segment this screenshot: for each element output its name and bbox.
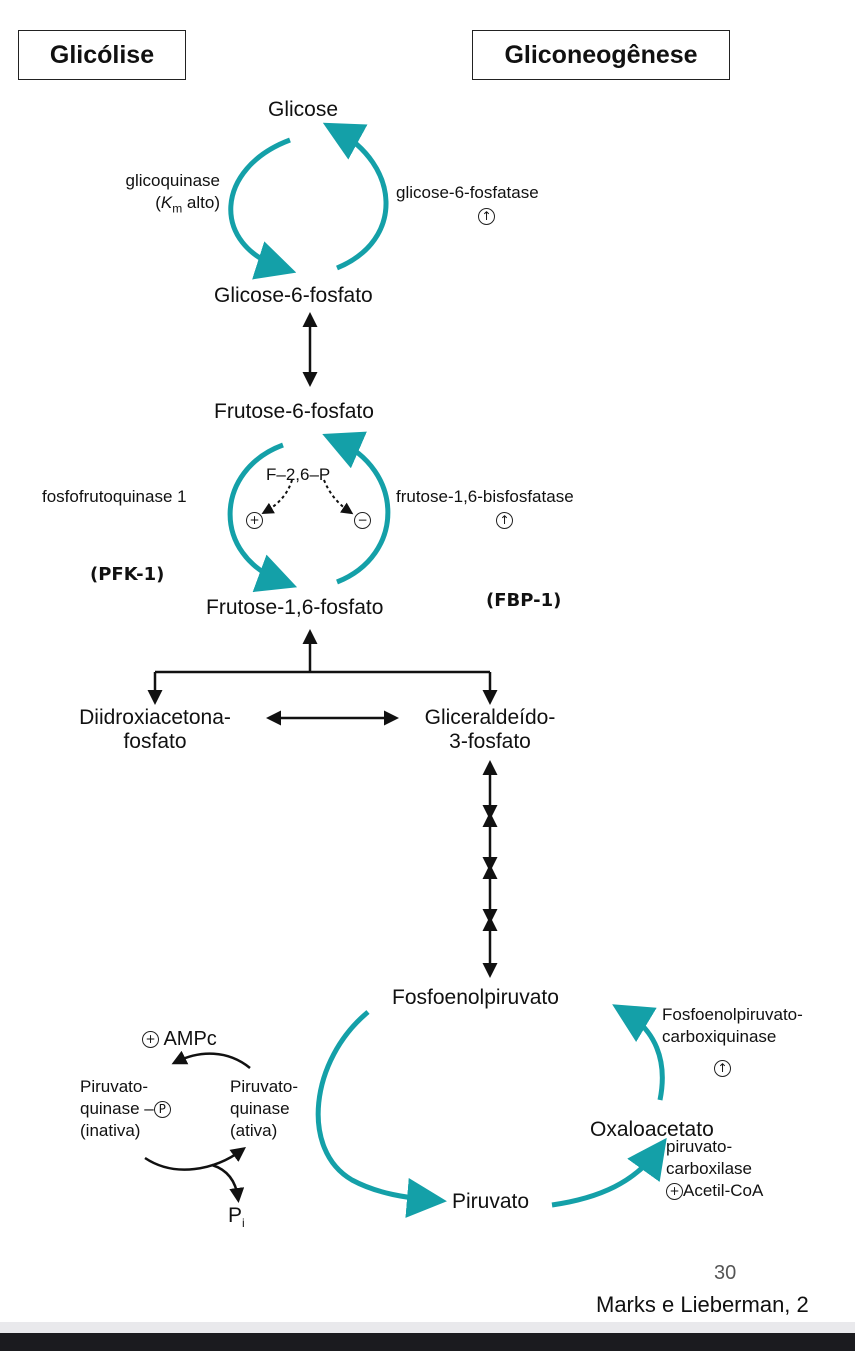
f16p-label: Frutose-1,6-fosfato [206,596,384,619]
fbpase-induction-icon: ↑ [496,512,513,529]
pi-label: Pi [228,1204,245,1230]
citation: Marks e Lieberman, 2 [596,1292,809,1317]
g6pase-induction-icon: ↑ [478,208,495,225]
acetil-coa-plus-icon: + [666,1183,683,1201]
glicoquinase-label: glicoquinase (Km alto) [80,170,220,219]
gliconeogenese-header: Gliconeogênese [472,30,730,80]
g6pase-name: glicose-6-fosfatase [396,183,539,202]
fbpase-arrow [322,431,391,585]
oaa-label: Oxaloacetato [590,1118,714,1141]
g3p-line2: 3-fosfato [449,730,531,753]
pc-line1: piruvato- [666,1137,733,1156]
g6pase-arrow [322,122,389,271]
dhap-line1: Diidroxiacetona- [79,706,231,729]
km-sub: m [172,201,183,216]
pc-label: piruvato- carboxilase +Acetil-CoA [666,1136,763,1202]
pk-active-line2: quinase [230,1099,290,1118]
ampc-label: + AMPc [142,1028,217,1050]
g6pase-label: glicose-6-fosfatase [396,182,539,204]
pfk1-badge: (PFK-1) [90,564,165,585]
km-k: K [160,193,173,212]
f26p-minus-icon: − [354,512,371,529]
dhap-label: Diidroxiacetona- fosfato [60,706,250,754]
f6p-label: Frutose-6-fosfato [214,400,374,423]
pk-active-label: Piruvato- quinase (ativa) [230,1076,298,1142]
glicolise-header-label: Glicólise [49,40,155,69]
ampc-arrow [171,1050,251,1069]
acetil-coa: Acetil-CoA [683,1181,764,1200]
pc-arrow [551,1137,667,1208]
pep-label: Fosfoenolpiruvato [392,986,559,1009]
pepck-induction-icon: ↑ [714,1060,731,1077]
pi-sub: i [242,1216,245,1231]
pepck-line1: Fosfoenolpiruvato- [662,1005,803,1024]
page-number: 30 [714,1262,737,1284]
pk-inactive-line3: (inativa) [80,1121,141,1140]
pk-inactive-line2-text: quinase [80,1099,140,1118]
pi-p: P [228,1204,243,1227]
footer-toolbar [0,1333,855,1351]
f26p-label: F–2,6–P [266,465,331,484]
km-label: (Km alto) [155,193,220,216]
dephospho-arrow [144,1147,247,1171]
glicoquinase-name: glicoquinase [125,171,220,190]
pk-active-line1: Piruvato- [230,1077,299,1096]
phospho-icon: P [153,1101,171,1119]
ampc-text: AMPc [163,1028,217,1050]
pc-line2: carboxilase [666,1159,752,1178]
f26p-inhibition-arrow [323,479,354,515]
g3p-label: Gliceraldeído- 3-fosfato [410,706,570,754]
f26p-plus-icon: + [246,512,263,529]
dhap-line2: fosfato [123,730,187,753]
footer-separator [0,1322,855,1333]
pfk1-label: fosfofrutoquinase 1 [42,487,187,506]
pk-inactive-line2: quinase –P [80,1098,171,1120]
piruvato-label: Piruvato [452,1190,530,1213]
ampc-plus-icon: + [142,1031,159,1049]
g6p-label: Glicose-6-fosfato [214,284,373,307]
pepck-line2: carboxiquinase [662,1027,777,1046]
pfk1-arrow [227,442,298,593]
glicose-label: Glicose [268,98,339,121]
gliconeogenese-header-label: Gliconeogênese [504,40,698,69]
f26p-activation-arrow [261,479,293,514]
pepck-arrow [612,1004,665,1101]
glicoquinase-arrow [228,137,297,280]
fbpase-label: frutose-1,6-bisfosfatase [396,487,574,506]
pi-release-arrow [211,1163,245,1203]
glicolise-header: Glicólise [18,30,186,80]
pk-active-line3: (ativa) [230,1121,278,1140]
pk-arrow [315,1010,447,1218]
pepck-label: Fosfoenolpiruvato- carboxiquinase [662,1004,803,1048]
pk-inactive-line1: Piruvato- [80,1077,149,1096]
pk-inactive-label: Piruvato- quinase –P (inativa) [80,1076,171,1142]
g3p-line1: Gliceraldeído- [424,706,556,729]
acetil-coa-row: +Acetil-CoA [666,1180,763,1202]
fbp1-badge: (FBP-1) [486,590,562,611]
km-rest: alto) [182,193,220,212]
